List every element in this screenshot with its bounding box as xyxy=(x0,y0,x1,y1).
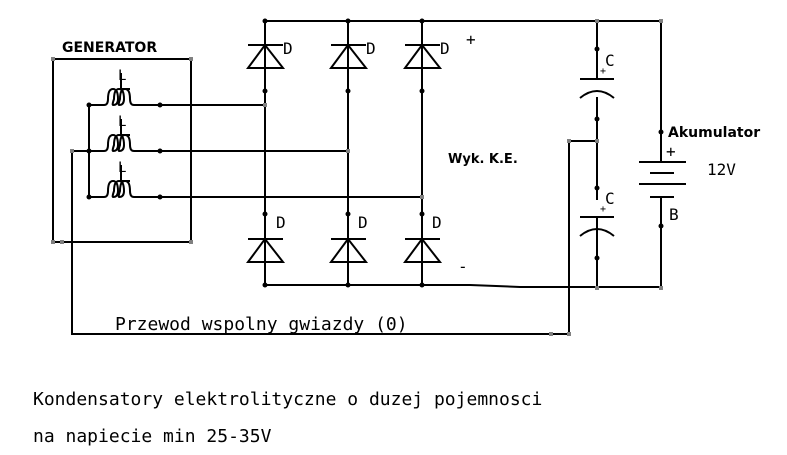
battery-label: B xyxy=(669,205,679,224)
capacitor-plus: + xyxy=(600,204,606,215)
coil-label-2: L xyxy=(118,114,126,130)
plus-sign: + xyxy=(466,30,476,49)
capacitor-label: C xyxy=(605,51,615,70)
diode-bottom-1 xyxy=(246,237,286,263)
negative-rail xyxy=(265,284,661,288)
coil-1 xyxy=(89,73,160,107)
capacitor-1 xyxy=(579,78,615,99)
phase-wires xyxy=(160,104,422,198)
diode-bridge: D D D D D D xyxy=(246,21,450,285)
diode-top-2 xyxy=(329,43,369,69)
neutral-wire xyxy=(71,140,597,335)
coil-2 xyxy=(89,119,160,153)
coil-label-3: L xyxy=(118,160,126,176)
diode-label: D xyxy=(440,39,450,58)
coil-3 xyxy=(89,165,160,199)
battery: Akumulator + 12V B xyxy=(639,21,760,288)
diode-top-3 xyxy=(403,43,443,69)
battery-plus: + xyxy=(666,142,676,161)
diode-label: D xyxy=(432,213,442,232)
coil-label-1: L xyxy=(118,68,126,84)
capacitors: C + C + xyxy=(579,21,615,288)
diode-label: D xyxy=(283,39,293,58)
diode-top-1 xyxy=(246,43,286,69)
diode-label: D xyxy=(366,39,376,58)
generator-title: GENERATOR xyxy=(62,40,157,56)
capacitor-2 xyxy=(579,216,615,237)
battery-voltage: 12V xyxy=(707,160,736,179)
note-line-1: Kondensatory elektrolityczne o duzej poj… xyxy=(33,389,542,410)
diode-bottom-2 xyxy=(329,237,369,263)
battery-title: Akumulator xyxy=(668,125,760,141)
note-line-2: na napiecie min 25-35V xyxy=(33,426,272,447)
generator-coils: L L L xyxy=(88,68,160,199)
rectifier-label: Wyk. K.E. xyxy=(448,152,518,167)
diode-bottom-3 xyxy=(403,237,443,263)
capacitor-label: C xyxy=(605,189,615,208)
diode-label: D xyxy=(358,213,368,232)
diode-label: D xyxy=(276,213,286,232)
capacitor-plus: + xyxy=(600,66,606,77)
neutral-wire-label: Przewod wspolny gwiazdy (0) xyxy=(115,314,408,335)
minus-sign: - xyxy=(458,257,468,276)
junction-dots xyxy=(51,18,664,336)
